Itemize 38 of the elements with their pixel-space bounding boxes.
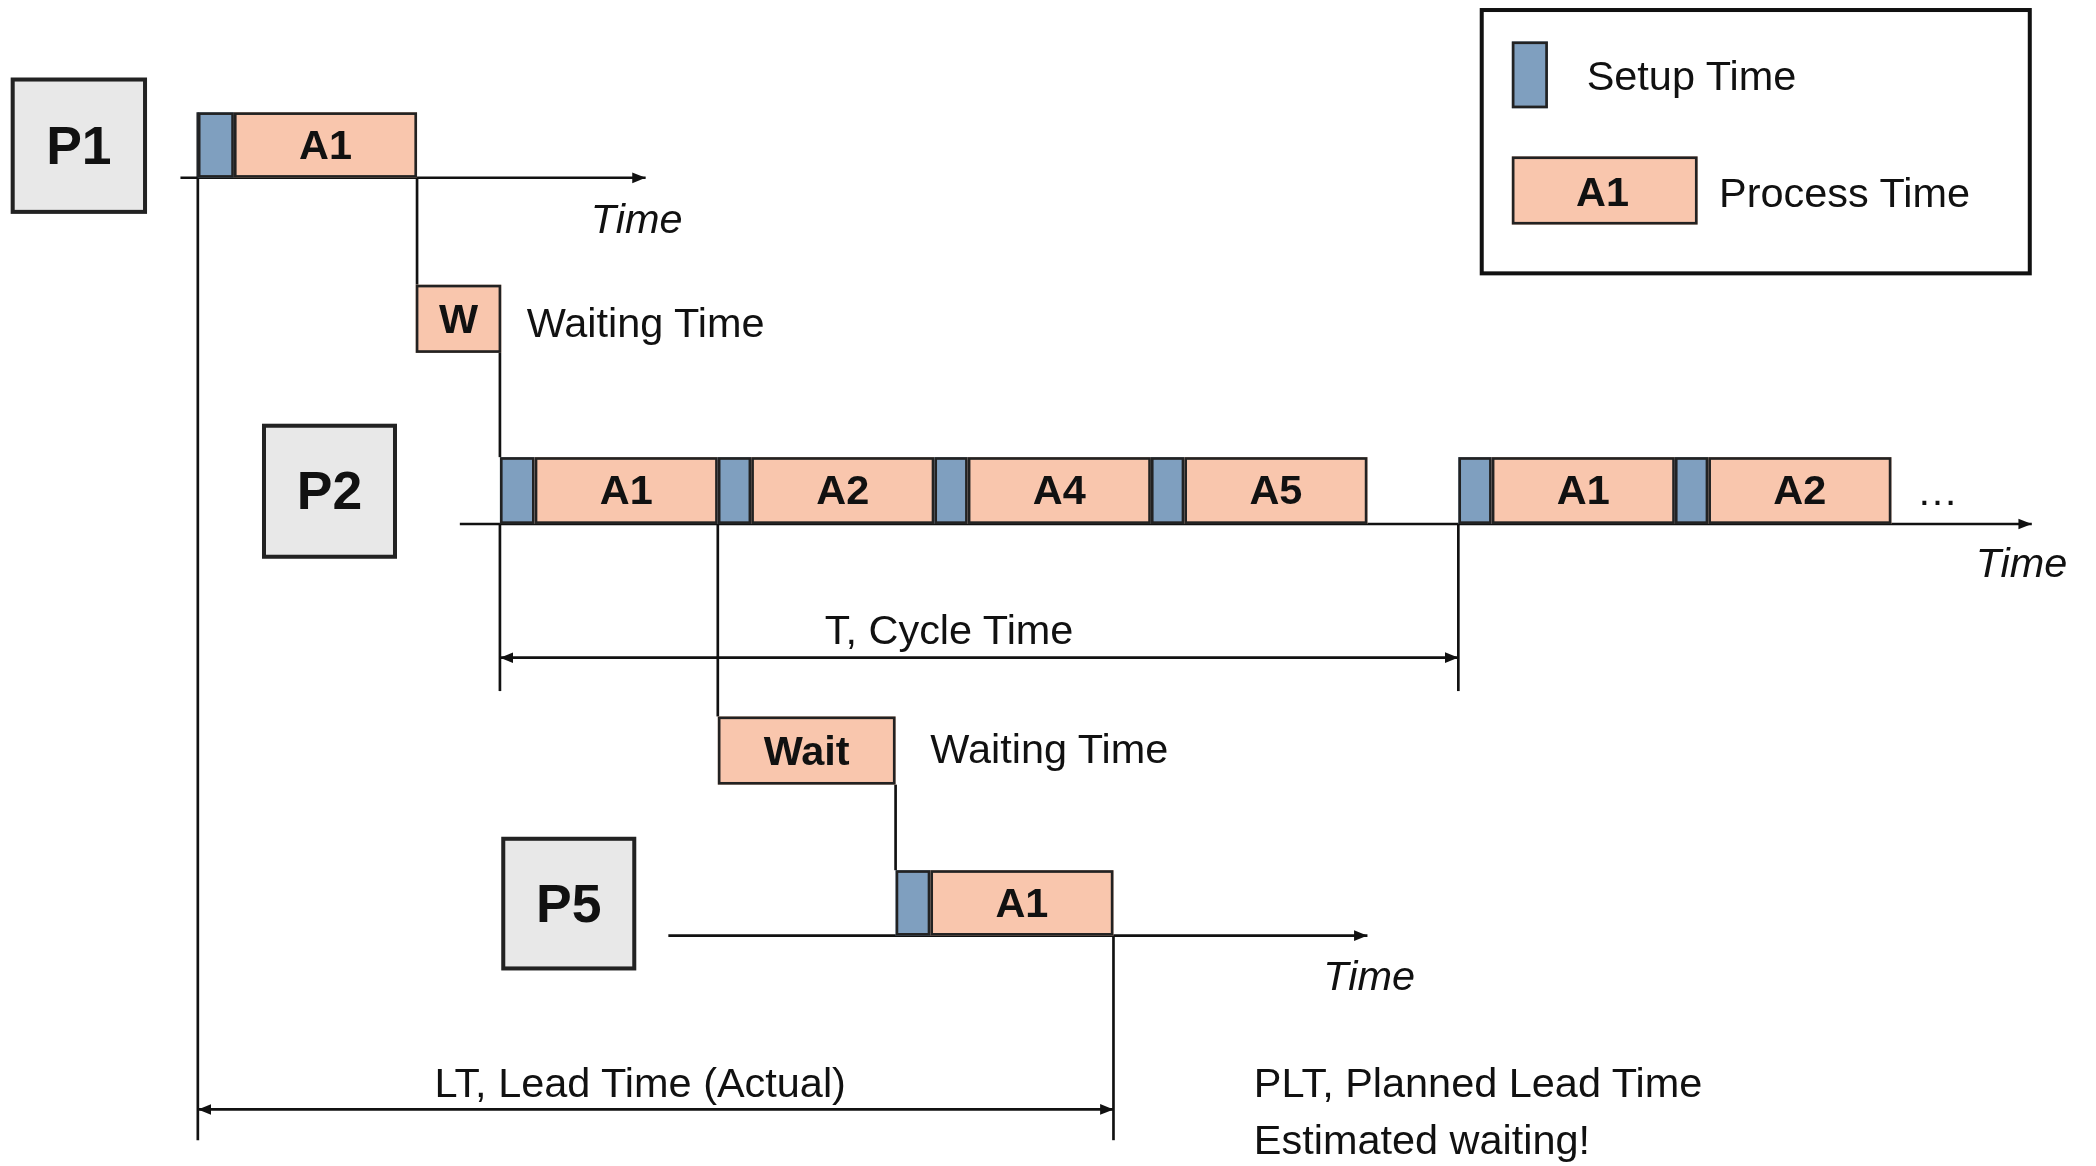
process-label-box: P5 xyxy=(501,836,637,971)
axis-label: Time xyxy=(590,197,683,240)
note-text: PLT, Planned Lead Time xyxy=(1253,1062,1703,1105)
connector-line xyxy=(716,524,720,717)
axis-label: Time xyxy=(1975,542,2068,585)
setup-bar xyxy=(1458,457,1492,524)
process-time-bar: A2 xyxy=(751,457,935,524)
setup-bar xyxy=(499,457,535,524)
dimension-label: LT, Lead Time (Actual) xyxy=(434,1062,846,1105)
connector-line xyxy=(498,352,502,458)
annotation-text: Waiting Time xyxy=(930,728,1169,770)
legend-text: Setup Time xyxy=(1586,54,1797,97)
connector-line xyxy=(894,784,897,871)
annotation-text: Waiting Time xyxy=(526,302,765,344)
process-time-bar: A1 xyxy=(1491,457,1675,524)
setup-bar xyxy=(895,870,931,936)
axis-label: Time xyxy=(1323,955,1416,998)
setup-bar xyxy=(1674,457,1709,524)
process-label-box: P2 xyxy=(262,423,397,559)
setup-bar xyxy=(717,457,752,524)
process-time-bar: A4 xyxy=(967,457,1151,524)
setup-bar xyxy=(197,112,234,178)
process-time-bar: W xyxy=(415,284,502,353)
process-time-bar: A1 xyxy=(930,870,1114,936)
process-label-box: P1 xyxy=(10,77,148,214)
process-time-bar: A1 xyxy=(534,457,718,524)
dimension-label: T, Cycle Time xyxy=(824,609,1074,651)
setup-bar xyxy=(1150,457,1185,524)
setup-bar xyxy=(934,457,968,524)
legend-text: Process Time xyxy=(1719,172,1970,214)
process-time-bar: Wait xyxy=(717,716,896,785)
process-time-bar: A1 xyxy=(233,112,418,178)
connector-line xyxy=(415,177,419,285)
sample-text: A1 xyxy=(1575,171,1629,213)
ellipsis-text: … xyxy=(1916,470,1959,512)
note-text: Estimated waiting! xyxy=(1253,1118,1591,1161)
process-time-bar: A5 xyxy=(1184,457,1368,524)
process-time-bar: A2 xyxy=(1708,457,1892,524)
